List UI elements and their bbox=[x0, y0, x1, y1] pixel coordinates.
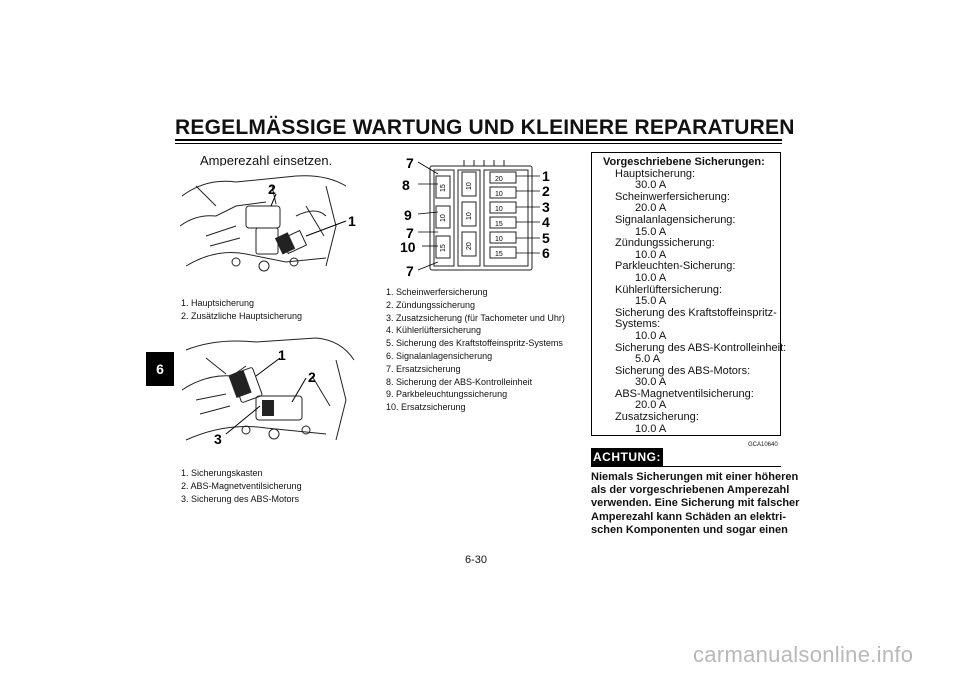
caption-line: 10. Ersatzsicherung bbox=[386, 402, 466, 413]
right-fuse-2: 10 bbox=[495, 191, 503, 198]
main-fuse-photo: 2 1 bbox=[176, 166, 360, 290]
spec-label: Zusatzsicherung: bbox=[615, 411, 699, 424]
spec-label: Sicherung des ABS-Kontrolleinheit: bbox=[615, 341, 787, 354]
caption-line: 8. Sicherung der ABS-Kontrolleinheit bbox=[386, 376, 533, 387]
caption-line: 9. Parkbeleuchtungssicherung bbox=[386, 389, 508, 400]
chapter-tab: 6 bbox=[146, 352, 174, 386]
caption-line: 7. Ersatzsicherung bbox=[386, 363, 461, 374]
abs-fuse-photo: 1 2 3 bbox=[176, 330, 360, 456]
spec-value: 20.0 A bbox=[635, 399, 667, 412]
callout-4: 4 bbox=[542, 214, 550, 230]
figure3-caption: 1. Scheinwerfersicherung 2. Zündungssich… bbox=[386, 286, 565, 414]
spec-value: 10.0 A bbox=[635, 271, 667, 284]
caption-line: 5. Sicherung des Kraftstoffeinspritz-Sys… bbox=[386, 338, 563, 349]
left-fuse-3: 15 bbox=[440, 244, 447, 252]
fuse-box-diagram: 15 10 15 10 10 20 20 10 10 15 10 15 bbox=[400, 155, 550, 279]
title-rule-thin bbox=[175, 143, 782, 144]
callout-2: 2 bbox=[542, 183, 550, 199]
right-fuse-3: 10 bbox=[495, 206, 503, 213]
callout-7c: 7 bbox=[406, 263, 414, 279]
spec-label: Parkleuchten-Sicherung: bbox=[615, 260, 736, 273]
caution-text: Niemals Sicherungen mit einer höheren al… bbox=[591, 471, 800, 537]
left-fuse-1: 15 bbox=[440, 184, 447, 192]
right-fuse-1: 20 bbox=[495, 176, 503, 183]
caution-rule bbox=[591, 466, 781, 467]
intro-text: Amperezahl einsetzen. bbox=[200, 153, 333, 168]
page-number: 6-30 bbox=[465, 554, 488, 566]
caution-line: schen Komponenten und sogar einen bbox=[591, 523, 788, 536]
right-fuse-6: 15 bbox=[495, 251, 503, 258]
callout-1: 1 bbox=[348, 213, 356, 229]
caution-line: Niemals Sicherungen mit einer höheren bbox=[591, 471, 799, 483]
fuse-spec-list: Vorgeschriebene Sicherungen: Hauptsicher… bbox=[603, 156, 787, 435]
middle-fuse-1: 10 bbox=[466, 182, 473, 190]
spec-value: 30.0 A bbox=[635, 376, 667, 389]
fuse-spec-box bbox=[591, 152, 781, 436]
caution-line: als der vorgeschriebenen Amperezahl bbox=[591, 484, 790, 497]
callout-5: 5 bbox=[542, 230, 550, 246]
callout-7a: 7 bbox=[406, 155, 414, 171]
callout-10: 10 bbox=[400, 239, 416, 255]
spec-value: 20.0 A bbox=[635, 202, 667, 215]
callout-1: 1 bbox=[542, 168, 550, 184]
middle-fuse-3: 20 bbox=[466, 242, 473, 250]
spec-label: Hauptsicherung: bbox=[615, 167, 696, 180]
figure1-caption: 1. Hauptsicherung 2. Zusätzliche Hauptsi… bbox=[181, 297, 302, 323]
spec-heading: Vorgeschriebene Sicherungen: bbox=[603, 156, 765, 168]
figure2-caption: 1. Sicherungskasten 2. ABS-Magnetventils… bbox=[181, 467, 302, 505]
spec-value: 10.0 A bbox=[635, 329, 667, 342]
callout-2: 2 bbox=[268, 181, 276, 197]
callout-8: 8 bbox=[402, 177, 410, 193]
caption-line: 3. Sicherung des ABS-Motors bbox=[181, 493, 300, 504]
middle-fuse-2: 10 bbox=[466, 212, 473, 220]
page-title: REGELMÄSSIGE WARTUNG UND KLEINERE REPARA… bbox=[175, 116, 795, 139]
left-fuse-2: 10 bbox=[440, 214, 447, 222]
caution-badge bbox=[591, 448, 663, 466]
callout-3: 3 bbox=[214, 431, 222, 447]
caution-label: ACHTUNG: bbox=[593, 450, 661, 464]
caption-line: 2. Zündungssicherung bbox=[386, 299, 476, 310]
callout-3: 3 bbox=[542, 199, 550, 215]
spec-label: Signalanlagensicherung: bbox=[615, 213, 736, 226]
callout-6: 6 bbox=[542, 245, 550, 261]
title-rule bbox=[175, 139, 782, 141]
spec-label: Sicherung des Kraftstoffeinspritz- bbox=[615, 306, 777, 319]
callout-9: 9 bbox=[404, 207, 412, 223]
caption-line: 1. Scheinwerfersicherung bbox=[386, 287, 488, 297]
callout-7b: 7 bbox=[406, 225, 414, 241]
caution-code: GCA10640 bbox=[748, 442, 778, 448]
spec-label: Kühlerlüftersicherung: bbox=[615, 283, 723, 296]
spec-value: 15.0 A bbox=[635, 225, 667, 238]
spec-label: ABS-Magnetventilsicherung: bbox=[615, 387, 754, 400]
caption-line: 2. ABS-Magnetventilsicherung bbox=[181, 480, 302, 491]
spec-label: Zündungssicherung: bbox=[615, 237, 715, 250]
caption-line: 1. Hauptsicherung bbox=[181, 298, 255, 308]
caution-line: Amperezahl kann Schäden an elektri- bbox=[591, 510, 787, 523]
spec-value: 30.0 A bbox=[635, 179, 667, 192]
caption-line: 4. Kühlerlüftersicherung bbox=[386, 325, 482, 336]
right-fuse-4: 15 bbox=[495, 221, 503, 228]
caption-line: 1. Sicherungskasten bbox=[181, 468, 263, 478]
caption-line: 2. Zusätzliche Hauptsicherung bbox=[181, 310, 303, 321]
watermark: carmanualsonline.info bbox=[693, 642, 914, 667]
spec-value: 5.0 A bbox=[635, 353, 661, 366]
spec-label: Systems: bbox=[615, 318, 661, 331]
spec-value: 15.0 A bbox=[635, 295, 667, 308]
right-fuse-5: 10 bbox=[495, 236, 503, 243]
spec-value: 10.0 A bbox=[635, 248, 667, 261]
caption-line: 6. Signalanlagensicherung bbox=[386, 350, 493, 361]
callout-1: 1 bbox=[278, 347, 286, 363]
spec-label: Sicherung des ABS-Motors: bbox=[615, 364, 751, 377]
caption-line: 3. Zusatzsicherung (für Tachometer und U… bbox=[386, 312, 565, 323]
caution-line: verwenden. Eine Sicherung mit falscher bbox=[591, 497, 800, 510]
callout-2: 2 bbox=[308, 369, 316, 385]
spec-label: Scheinwerfersicherung: bbox=[615, 190, 730, 203]
spec-value: 10.0 A bbox=[635, 422, 667, 435]
